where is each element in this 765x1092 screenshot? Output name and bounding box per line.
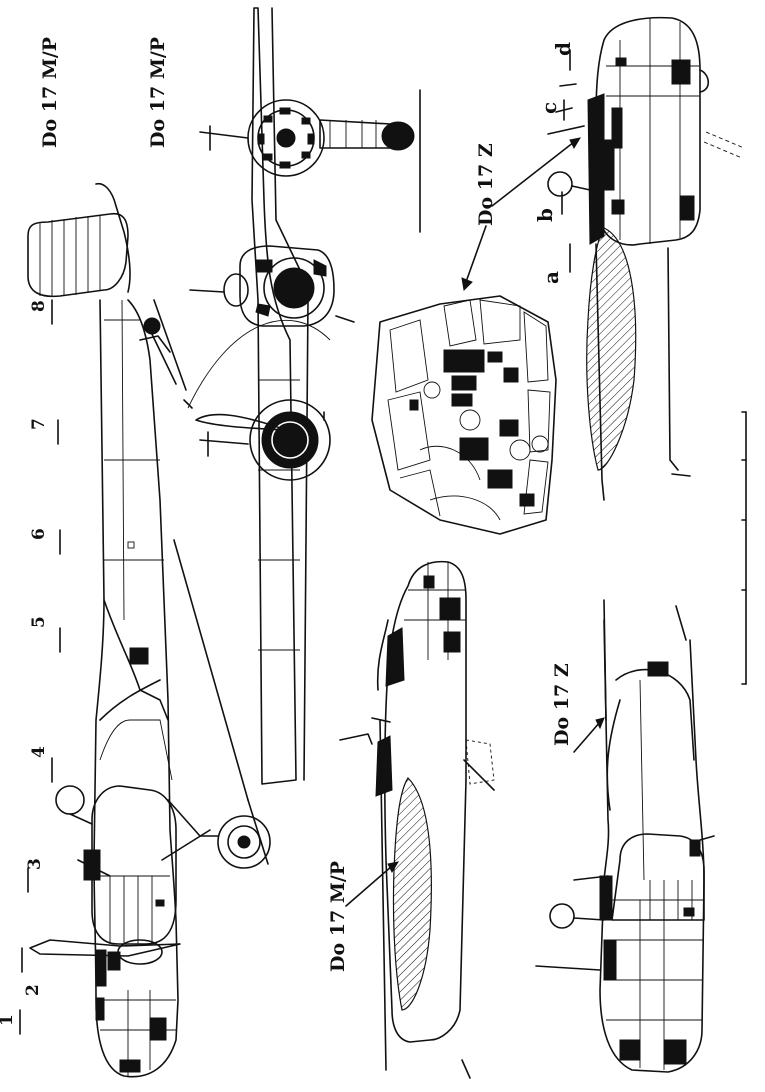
front-view xyxy=(183,7,421,785)
detail-letter-c: c xyxy=(537,102,561,114)
label-do17mp-b: Do 17 M/P xyxy=(147,37,169,148)
label-do17mp-nose: Do 17 M/P xyxy=(327,861,349,972)
station-8: 8 xyxy=(29,300,49,312)
station-7: 7 xyxy=(29,418,49,430)
station-5: 5 xyxy=(29,616,49,628)
scale-bar xyxy=(741,411,747,685)
do17mp-nose-side xyxy=(339,560,495,1079)
station-2: 2 xyxy=(23,984,43,996)
detail-letter-b: b xyxy=(533,208,557,222)
section-marks: 1 2 3 4 5 6 7 8 xyxy=(0,299,61,1035)
label-do17z-cockpit: Do 17 Z xyxy=(475,143,497,226)
label-do17z-nose: Do 17 Z xyxy=(551,663,573,746)
do17z-nose-side: a b c d xyxy=(533,16,745,501)
fuselage-side-view xyxy=(27,182,271,1078)
detail-letter-a: a xyxy=(539,271,563,284)
do17z-lower-side xyxy=(535,599,715,1073)
station-1: 1 xyxy=(0,1014,17,1026)
station-3: 3 xyxy=(25,858,45,870)
detail-letter-d: d xyxy=(551,42,575,56)
station-6: 6 xyxy=(29,528,49,540)
station-4: 4 xyxy=(29,746,49,758)
label-do17mp-a: Do 17 M/P xyxy=(39,37,61,148)
cockpit-interior xyxy=(371,295,557,535)
leader-arrows xyxy=(345,137,605,907)
